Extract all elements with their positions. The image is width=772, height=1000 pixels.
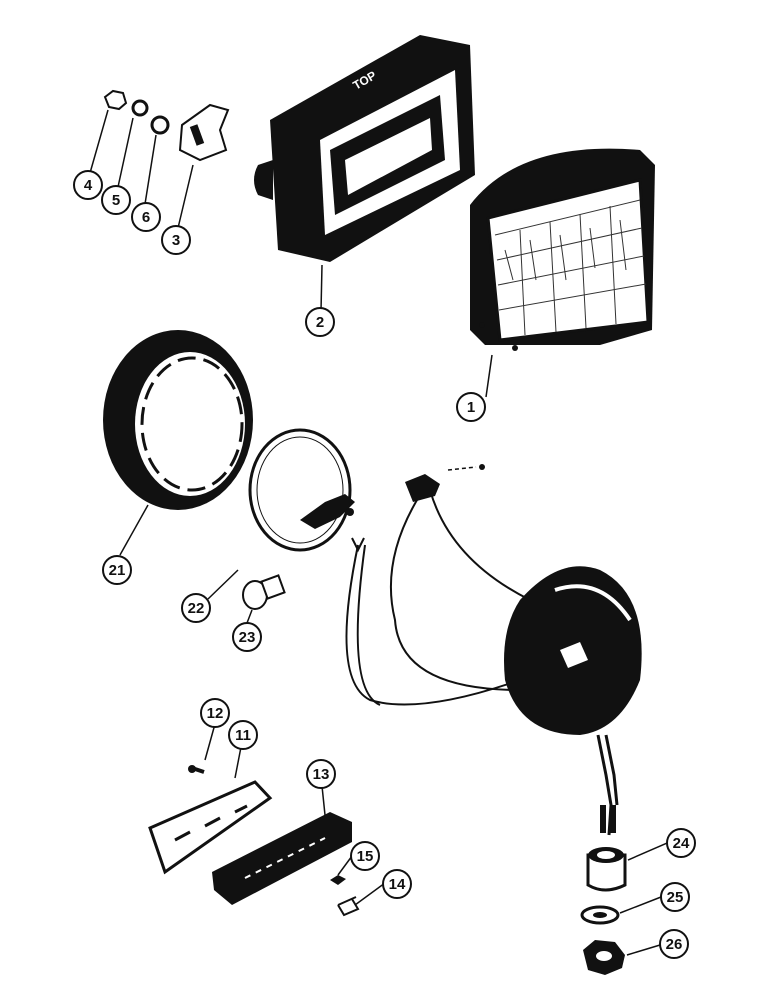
lock-washer bbox=[131, 99, 149, 117]
work-lamp bbox=[345, 464, 642, 836]
callout-15: 15 bbox=[350, 841, 380, 871]
callout-label-13: 13 bbox=[313, 766, 330, 783]
callout-label-1: 1 bbox=[467, 399, 475, 416]
license-lamp-group bbox=[148, 765, 360, 917]
callout-26: 26 bbox=[659, 929, 689, 959]
callout-label-5: 5 bbox=[112, 192, 120, 209]
hardware-group-bottom bbox=[580, 847, 627, 975]
callout-label-15: 15 bbox=[357, 848, 374, 865]
callout-3: 3 bbox=[161, 225, 191, 255]
callout-label-26: 26 bbox=[666, 936, 683, 953]
leader-lines bbox=[89, 109, 668, 956]
callout-label-14: 14 bbox=[389, 876, 406, 893]
callout-21: 21 bbox=[102, 555, 132, 585]
callout-label-24: 24 bbox=[673, 835, 690, 852]
round-sealed-beam bbox=[248, 428, 355, 552]
callout-5: 5 bbox=[101, 185, 131, 215]
callout-1: 1 bbox=[456, 392, 486, 422]
hardware-group-top bbox=[103, 89, 230, 162]
lens-plate bbox=[148, 780, 273, 875]
callout-label-22: 22 bbox=[188, 600, 205, 617]
callout-14: 14 bbox=[382, 869, 412, 899]
callout-label-6: 6 bbox=[142, 209, 150, 226]
callout-6: 6 bbox=[131, 202, 161, 232]
callout-12: 12 bbox=[200, 698, 230, 728]
callout-label-23: 23 bbox=[239, 629, 256, 646]
sealed-beam-lamp bbox=[470, 148, 655, 351]
callout-24: 24 bbox=[666, 828, 696, 858]
flat-washer bbox=[150, 115, 170, 135]
callout-label-11: 11 bbox=[235, 727, 251, 744]
callout-11: 11 bbox=[228, 720, 258, 750]
callout-label-12: 12 bbox=[207, 705, 224, 722]
nut bbox=[103, 89, 128, 111]
lamp-housing: TOP bbox=[254, 35, 475, 262]
callout-22: 22 bbox=[181, 593, 211, 623]
callout-25: 25 bbox=[660, 882, 690, 912]
callout-23: 23 bbox=[232, 622, 262, 652]
callout-label-21: 21 bbox=[109, 562, 126, 579]
bracket-clip bbox=[178, 103, 230, 162]
callout-4: 4 bbox=[73, 170, 103, 200]
spacer bbox=[586, 853, 627, 892]
callout-2: 2 bbox=[305, 307, 335, 337]
callout-label-4: 4 bbox=[84, 177, 93, 194]
callout-label-25: 25 bbox=[667, 889, 684, 906]
bezel-ring bbox=[103, 330, 253, 510]
callout-label-3: 3 bbox=[172, 232, 180, 249]
callout-13: 13 bbox=[306, 759, 336, 789]
bulb bbox=[242, 574, 286, 610]
callout-label-2: 2 bbox=[316, 314, 324, 331]
